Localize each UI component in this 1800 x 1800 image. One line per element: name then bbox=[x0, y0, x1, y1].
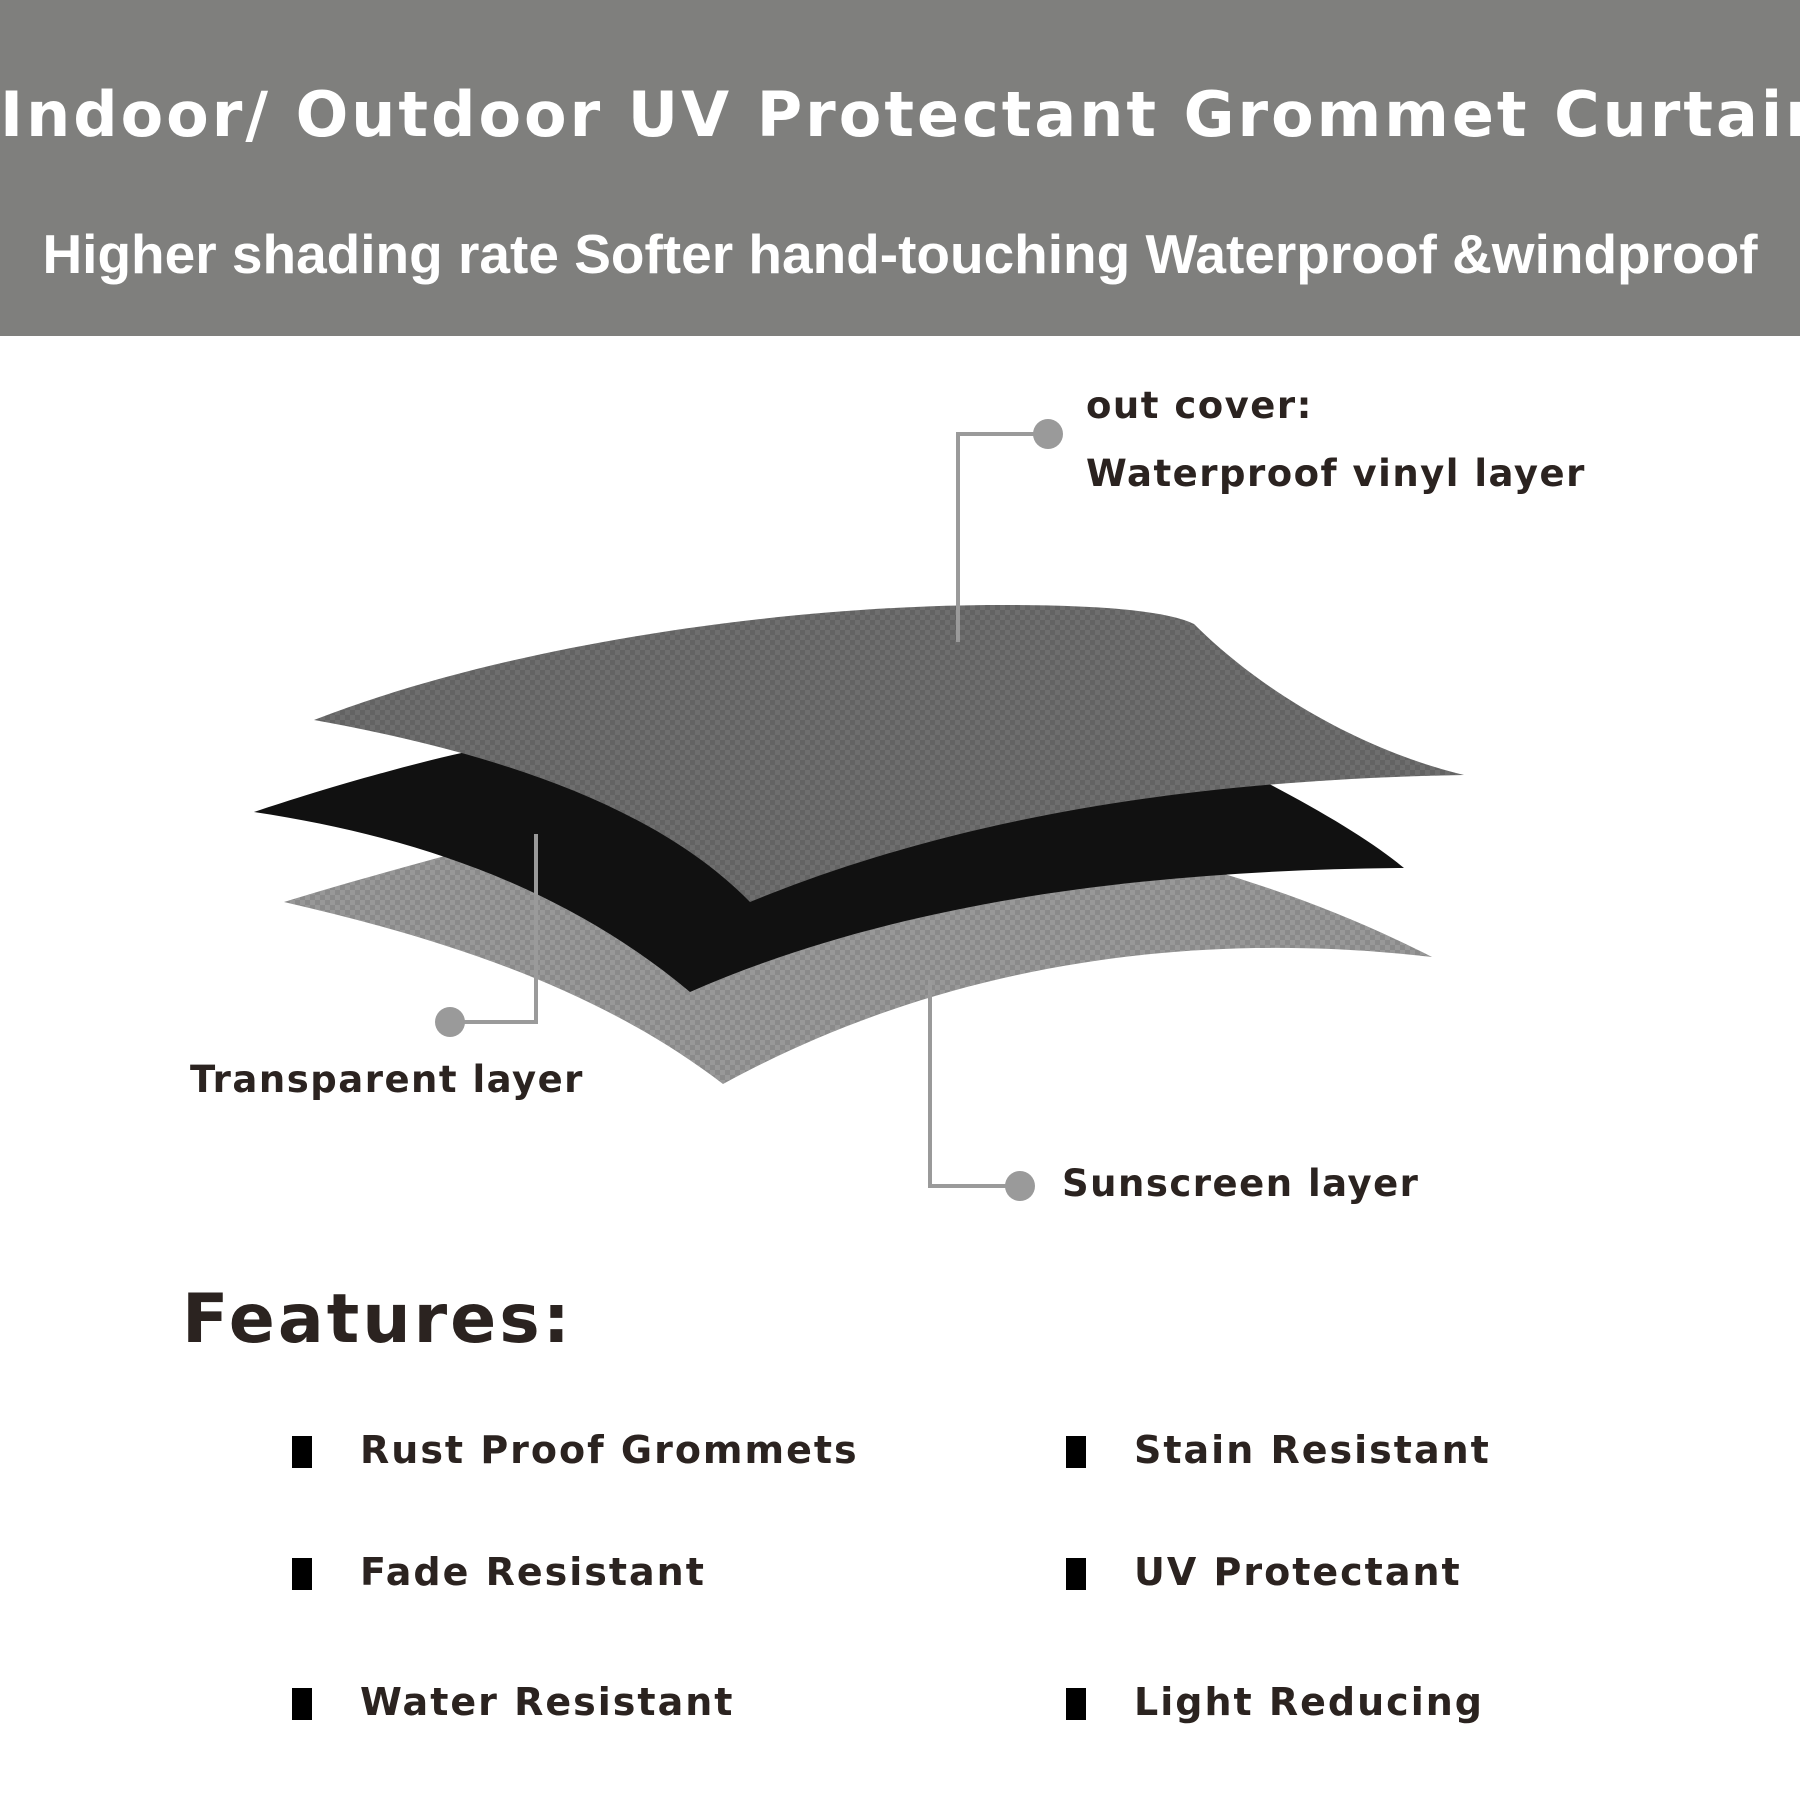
square-bullet-icon bbox=[1066, 1558, 1086, 1590]
out-cover-layer bbox=[314, 605, 1464, 902]
feature-label: Stain Resistant bbox=[1134, 1428, 1491, 1472]
square-bullet-icon bbox=[292, 1436, 312, 1468]
transparent-leader bbox=[435, 834, 538, 1037]
layer-diagram bbox=[254, 419, 1464, 1201]
feature-label: Light Reducing bbox=[1134, 1680, 1484, 1724]
out-cover-label: out cover: bbox=[1086, 384, 1313, 427]
square-bullet-icon bbox=[292, 1558, 312, 1590]
waterproof-vinyl-label: Waterproof vinyl layer bbox=[1086, 452, 1586, 495]
square-bullet-icon bbox=[1066, 1436, 1086, 1468]
feature-label: Water Resistant bbox=[360, 1680, 735, 1724]
feature-label: Rust Proof Grommets bbox=[360, 1428, 859, 1472]
feature-label: UV Protectant bbox=[1134, 1550, 1462, 1594]
sunscreen-layer-label: Sunscreen layer bbox=[1062, 1162, 1420, 1205]
square-bullet-icon bbox=[292, 1688, 312, 1720]
page-subtitle: Higher shading rate Softer hand-touching… bbox=[42, 223, 1758, 285]
features-heading: Features: bbox=[182, 1280, 573, 1359]
feature-label: Fade Resistant bbox=[360, 1550, 706, 1594]
header-banner: Indoor/ Outdoor UV Protectant Grommet Cu… bbox=[0, 0, 1800, 336]
out-cover-leader bbox=[956, 419, 1063, 642]
sunscreen-leader bbox=[928, 980, 1035, 1201]
page-title: Indoor/ Outdoor UV Protectant Grommet Cu… bbox=[0, 78, 1800, 151]
transparent-layer-label: Transparent layer bbox=[190, 1058, 584, 1101]
square-bullet-icon bbox=[1066, 1688, 1086, 1720]
